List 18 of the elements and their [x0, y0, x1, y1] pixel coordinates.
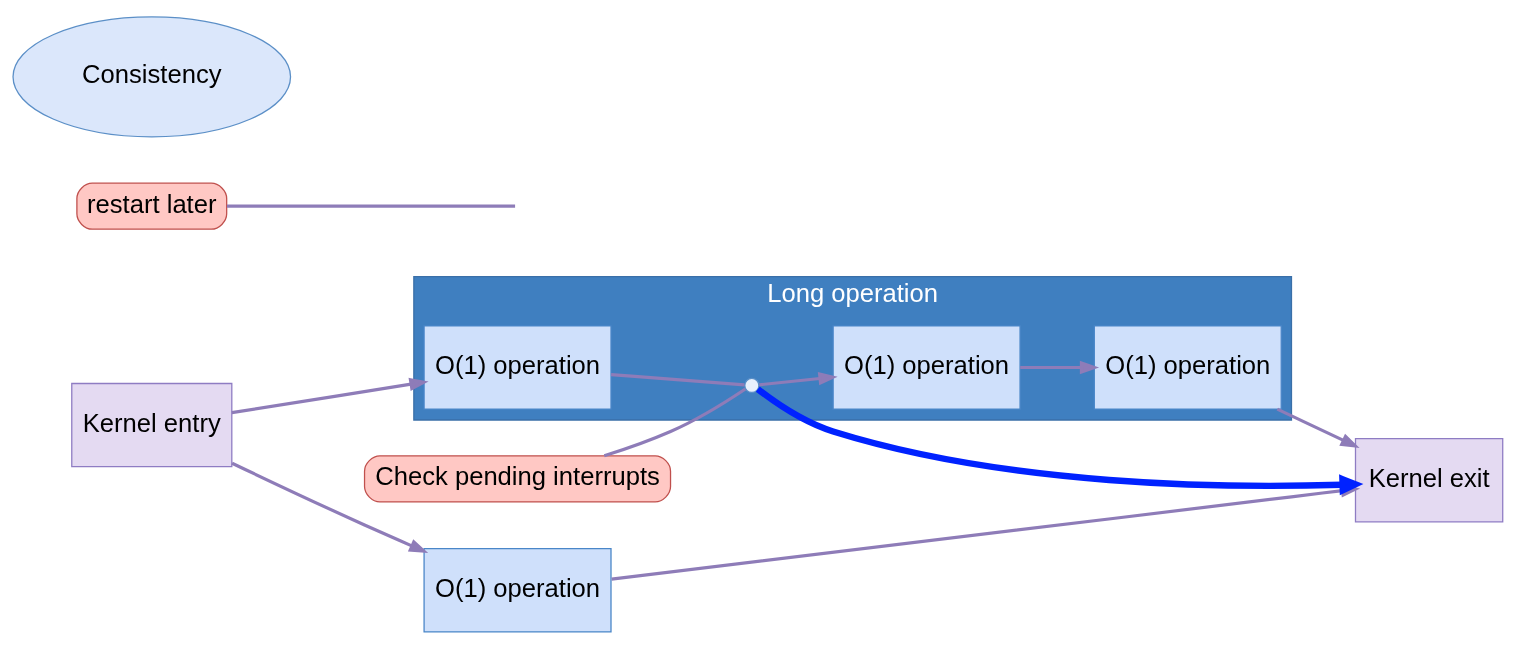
connector — [610, 372, 745, 387]
node-box: Kernel exit — [1354, 437, 1504, 522]
node-circle — [744, 377, 760, 393]
connector — [227, 204, 516, 208]
arrow — [231, 461, 429, 553]
node-box: O(1) operation — [1093, 324, 1282, 410]
arrow — [1020, 360, 1100, 374]
node-box: O(1) operation — [832, 324, 1021, 410]
node-box: Kernel entry — [71, 382, 233, 467]
node-box: Check pending interrupts — [363, 454, 672, 503]
node-box: O(1) operation — [423, 547, 612, 632]
node-ellipse: Consistency — [12, 15, 292, 137]
arrow — [1276, 407, 1360, 448]
connector — [603, 387, 747, 457]
node-box: restart later — [76, 182, 228, 230]
arrow — [759, 371, 838, 386]
node-box: O(1) operation — [423, 324, 612, 410]
arrow — [231, 377, 429, 414]
